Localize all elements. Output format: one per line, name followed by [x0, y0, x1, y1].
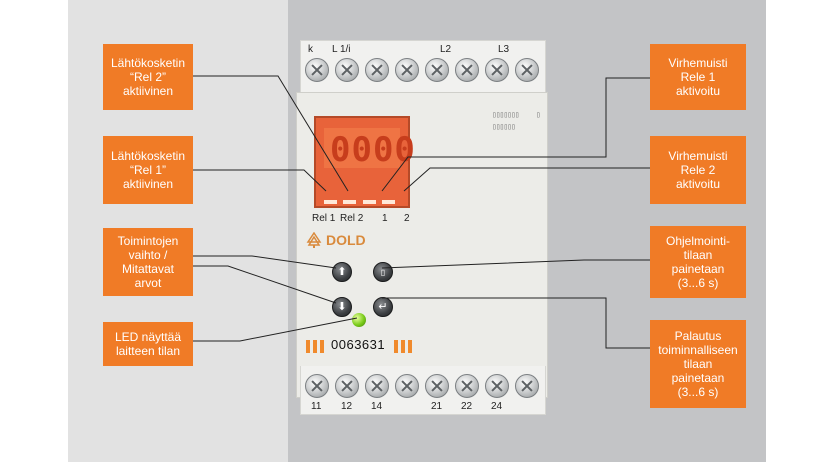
terminal-label-11: 11	[311, 401, 322, 412]
screw-terminal-icon	[425, 374, 449, 398]
callout-led-status: LED näyttää laitteen tilan	[103, 322, 193, 366]
callout-function-switch: Toimintojen vaihto / Mitattavat arvot	[103, 228, 193, 296]
terminal-label-21: 21	[431, 401, 443, 412]
screw-terminal-icon	[395, 58, 419, 82]
terminal-label-l2: L2	[440, 44, 452, 55]
fault2-label: 2	[404, 213, 410, 224]
up-arrow-icon: ⬆	[337, 266, 347, 278]
lcd-display: 0000	[314, 116, 415, 208]
tree-logo-icon	[306, 232, 322, 248]
leader-line-fault1	[381, 77, 650, 192]
status-led-icon	[352, 313, 366, 327]
serial-number: 0063631	[331, 337, 386, 352]
screw-terminal-icon	[455, 374, 479, 398]
leader-line-function	[193, 255, 337, 269]
callout-return-operational: Palautus toiminnalliseen tilaan painetaa…	[650, 320, 746, 408]
indicator-strip-icon: ▯▯▯▯▯▯▯	[492, 110, 520, 119]
fault2-indicator-segment	[382, 200, 395, 204]
down-arrow-icon: ⬇	[337, 301, 347, 313]
terminal-label-14: 14	[371, 401, 383, 412]
callout-programming-mode: Ohjelmointi- tilaan painetaan (3...6 s)	[650, 226, 746, 298]
callout-rel2-active: Lähtökosketin “Rel 2” aktiivinen	[103, 44, 193, 110]
enter-icon: ↵	[378, 301, 388, 313]
serial-bar-mark	[320, 340, 324, 353]
terminal-label-22: 22	[461, 401, 473, 412]
serial-bar-mark	[408, 340, 412, 353]
leader-line-fault2	[403, 167, 650, 192]
rel2-label: Rel 2	[340, 213, 364, 224]
screw-terminal-icon	[365, 374, 389, 398]
screw-terminal-icon	[425, 58, 449, 82]
leader-line-reset	[382, 297, 650, 349]
callout-text: LED näyttää laitteen tilan	[114, 330, 182, 358]
fault1-indicator-segment	[363, 200, 376, 204]
terminal-label-l3: L3	[498, 44, 510, 55]
callout-text: Virhemuisti Rele 2 aktivoitu	[668, 149, 728, 191]
callout-text: Lähtökosketin “Rel 1” aktiivinen	[110, 149, 186, 191]
callout-fault-memory-2: Virhemuisti Rele 2 aktivoitu	[650, 136, 746, 204]
screw-terminal-icon	[515, 58, 539, 82]
display-digit-area: 0000	[324, 128, 415, 170]
leader-line-function-down	[193, 265, 337, 304]
menu-icon: ▯	[380, 268, 386, 277]
display-digits: 0000	[330, 130, 416, 170]
callout-rel1-active: Lähtökosketin “Rel 1” aktiivinen	[103, 136, 193, 204]
serial-bar-mark	[401, 340, 405, 353]
serial-bar-mark	[394, 340, 398, 353]
fault1-label: 1	[382, 213, 388, 224]
callout-text: Virhemuisti Rele 1 aktivoitu	[668, 56, 728, 98]
callout-text: Lähtökosketin “Rel 2” aktiivinen	[110, 56, 186, 98]
screw-terminal-icon	[395, 374, 419, 398]
terminal-label-12: 12	[341, 401, 353, 412]
rel1-indicator-segment	[324, 200, 337, 204]
screw-terminal-icon	[335, 58, 359, 82]
serial-bar-mark	[306, 340, 310, 353]
callout-fault-memory-1: Virhemuisti Rele 1 aktivoitu	[650, 44, 746, 110]
screw-terminal-icon	[515, 374, 539, 398]
leader-line-rel1	[193, 169, 327, 192]
screw-terminal-icon	[335, 374, 359, 398]
screw-terminal-icon	[485, 374, 509, 398]
screw-terminal-icon	[365, 58, 389, 82]
callout-text: Palautus toiminnalliseen tilaan painetaa…	[658, 329, 738, 399]
screw-terminal-icon	[305, 374, 329, 398]
rel2-indicator-segment	[343, 200, 356, 204]
indicator-dot-icon: ▯	[536, 110, 541, 119]
terminal-label-k: k	[308, 44, 313, 55]
leader-line-led	[193, 317, 358, 342]
callout-text: Toimintojen vaihto / Mitattavat arvot	[117, 234, 179, 290]
up-button[interactable]: ⬆	[332, 262, 352, 282]
rel1-label: Rel 1	[312, 213, 336, 224]
serial-bar-mark	[313, 340, 317, 353]
down-button[interactable]: ⬇	[332, 297, 352, 317]
leader-line-rel2	[193, 75, 349, 192]
callout-text: Ohjelmointi- tilaan painetaan (3...6 s)	[665, 234, 731, 290]
screw-terminal-icon	[485, 58, 509, 82]
terminal-label-24: 24	[491, 401, 503, 412]
terminal-label-l1: L 1/i	[332, 44, 351, 55]
screw-terminal-icon	[305, 58, 329, 82]
brand-logo-text: DOLD	[326, 232, 366, 248]
indicator-strip-icon: ▯▯▯▯▯▯	[492, 122, 516, 131]
screw-terminal-icon	[455, 58, 479, 82]
leader-line-prog	[381, 259, 650, 269]
programming-button[interactable]: ▯	[373, 262, 393, 282]
